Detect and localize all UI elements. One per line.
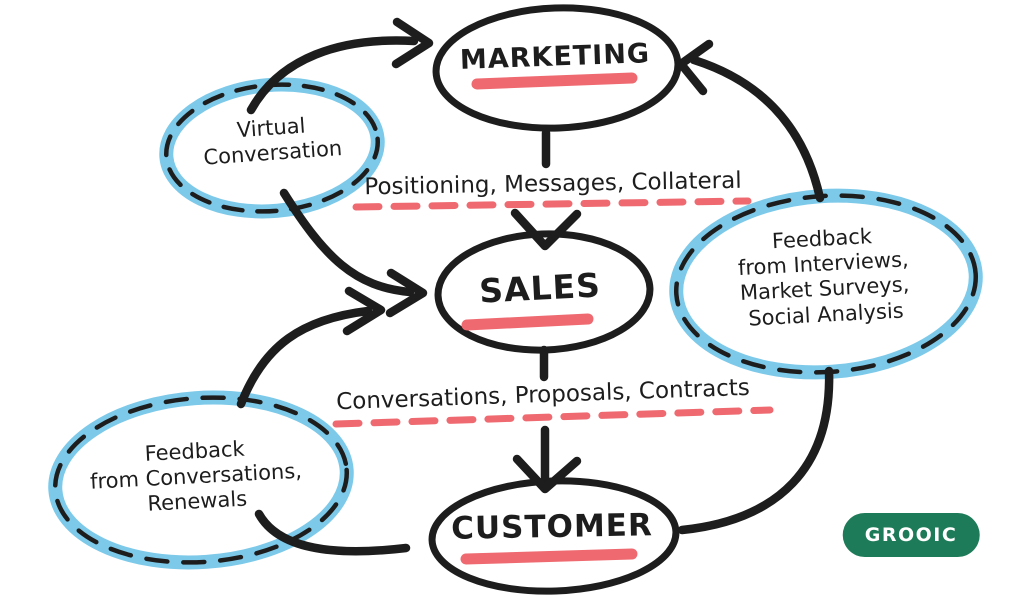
arrowhead-marketing-to-sales [510, 208, 582, 251]
connector-customer-to-feedbackint [677, 366, 834, 535]
arrowhead-sales-to-customer [512, 454, 582, 494]
arrowhead-virtualconv-to-sales [385, 268, 428, 318]
underline-customer [460, 548, 638, 565]
callout-feedback-conversations: Feedback from Conversations, Renewals [88, 434, 304, 521]
grooic-logo-badge: GROOIC [842, 513, 980, 557]
node-label-customer: CUSTOMER [450, 507, 654, 547]
callout-feedback-interviews: Feedback from Interviews, Market Surveys… [736, 222, 912, 332]
connector-customer-to-feedbackconv [254, 509, 411, 556]
underline-marketing [471, 72, 638, 90]
node-label-marketing: MARKETING [459, 38, 651, 76]
arrowhead-feedbackint-to-marketing [676, 39, 714, 96]
arrowhead-virtualconv-to-marketing [391, 17, 434, 69]
dashed-underline-marketing-sales [352, 197, 752, 211]
node-label-sales: SALES [478, 265, 602, 311]
arrow-feedbackconv-to-sales [236, 306, 373, 409]
arrow-virtualconv-to-marketing [246, 36, 419, 115]
dashed-underline-sales-customer [332, 406, 774, 428]
arrowhead-feedbackconv-to-sales [342, 286, 386, 336]
arrow-feedbackint-to-marketing [689, 55, 825, 203]
arrow-virtualconv-to-sales [279, 188, 415, 297]
underline-sales [461, 313, 594, 331]
callout-virtual-conversation: Virtual Conversation [201, 111, 343, 171]
callout-ellipse-feedback-conversations [48, 390, 354, 570]
